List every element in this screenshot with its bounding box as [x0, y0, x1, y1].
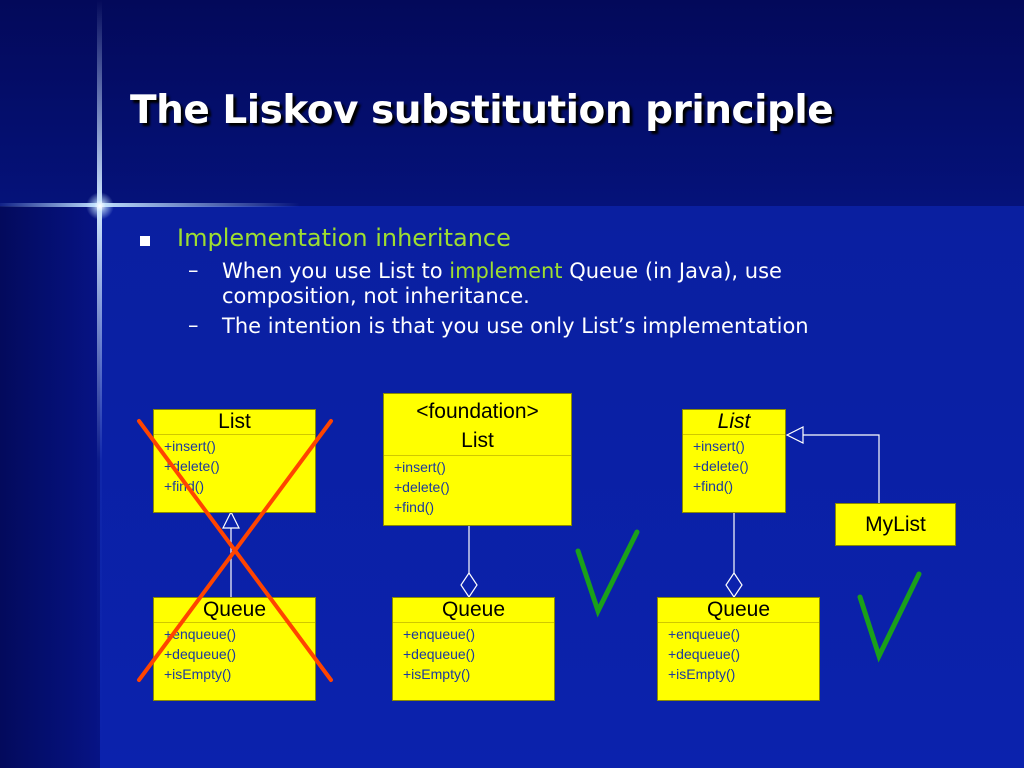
operation: +insert()	[164, 438, 216, 454]
cross-out-icon	[137, 419, 333, 682]
sub-bullet-dash-1: –	[188, 258, 199, 282]
operation: +find()	[693, 478, 734, 494]
operation: +insert()	[394, 459, 446, 475]
checkmark-icon-middle	[575, 529, 640, 618]
sub-bullet-1-post: Queue (in Java), use	[562, 259, 782, 283]
class-name: Queue	[393, 598, 554, 623]
operation: +insert()	[693, 438, 745, 454]
light-flare-vertical	[97, 0, 102, 768]
middle-queue-class: Queue +enqueue() +dequeue() +isEmpty()	[392, 597, 555, 701]
sub-bullet-1-pre: When you use List to	[222, 259, 450, 283]
middle-foundation-list-class: <foundation> List +insert() +delete() +f…	[383, 393, 572, 526]
class-name-text: List	[461, 429, 494, 452]
checkmark-icon-right	[857, 571, 922, 663]
class-name: MyList	[865, 513, 926, 536]
mylist-inheritance-line	[803, 434, 880, 503]
mylist-inheritance-arrow	[785, 426, 804, 444]
operation: +dequeue()	[164, 646, 237, 662]
left-list-class: List +insert() +delete() +find()	[153, 409, 316, 513]
bullet-text: Implementation inheritance	[177, 224, 511, 252]
operations: +enqueue() +dequeue() +isEmpty()	[658, 623, 819, 684]
operation: +delete()	[164, 458, 220, 474]
left-queue-class: Queue +enqueue() +dequeue() +isEmpty()	[153, 597, 316, 701]
operations: +insert() +delete() +find()	[154, 435, 315, 496]
operation: +enqueue()	[668, 626, 741, 642]
operation: +enqueue()	[164, 626, 237, 642]
stereotype: <foundation>	[416, 400, 539, 423]
light-flare-star	[86, 192, 114, 220]
right-mylist-class: MyList	[835, 503, 956, 546]
operations: +enqueue() +dequeue() +isEmpty()	[154, 623, 315, 684]
operation: +dequeue()	[403, 646, 476, 662]
class-name: Queue	[658, 598, 819, 623]
class-name: <foundation> List	[384, 394, 571, 456]
bullet-square-icon	[140, 236, 150, 246]
light-flare-horizontal	[0, 203, 300, 207]
operation: +isEmpty()	[668, 666, 736, 682]
class-name: List	[154, 410, 315, 435]
slide-title: The Liskov substitution principle	[130, 88, 834, 133]
operation: +isEmpty()	[164, 666, 232, 682]
operations: +insert() +delete() +find()	[683, 435, 785, 496]
operation: +dequeue()	[668, 646, 741, 662]
sub-bullet-1-highlight: implement	[449, 259, 563, 283]
operations: +insert() +delete() +find()	[384, 456, 571, 517]
right-queue-class: Queue +enqueue() +dequeue() +isEmpty()	[657, 597, 820, 701]
operation: +isEmpty()	[403, 666, 471, 682]
left-inheritance-arrow	[222, 510, 240, 529]
sub-bullet-1: When you use List to implement Queue (in…	[222, 258, 782, 284]
sub-bullet-2: The intention is that you use only List’…	[222, 314, 809, 338]
operation: +delete()	[693, 458, 749, 474]
operation: +enqueue()	[403, 626, 476, 642]
operation: +find()	[394, 499, 435, 515]
operations: +enqueue() +dequeue() +isEmpty()	[393, 623, 554, 684]
left-band	[0, 206, 100, 768]
sub-bullet-dash-2: –	[188, 313, 199, 337]
class-name: List	[683, 410, 785, 435]
right-abstract-list-class: List +insert() +delete() +find()	[682, 409, 786, 513]
header-band	[0, 0, 1024, 206]
class-name: Queue	[154, 598, 315, 623]
operation: +find()	[164, 478, 205, 494]
operation: +delete()	[394, 479, 450, 495]
sub-bullet-1-line2: composition, not inheritance.	[222, 284, 530, 308]
